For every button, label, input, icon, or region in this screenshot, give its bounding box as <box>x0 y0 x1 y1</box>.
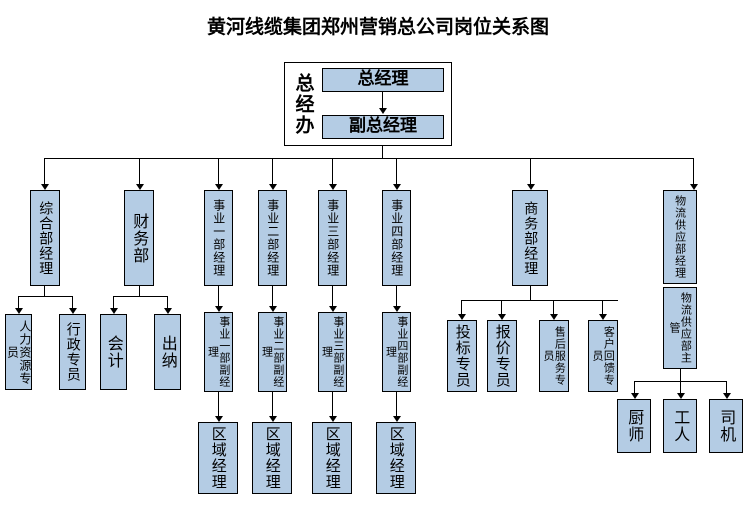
arrow-bu3-regional <box>329 416 337 422</box>
node-deputy-general-manager[interactable]: 副总经理 <box>322 115 444 139</box>
node-bu1-regional-manager[interactable]: 区域经理 <box>198 422 238 494</box>
arrow-bu2-regional <box>269 416 277 422</box>
node-bu4-regional-manager[interactable]: 区域经理 <box>376 422 416 494</box>
arrow-general-affairs <box>41 184 49 190</box>
node-worker[interactable]: 工人 <box>663 399 697 453</box>
connector-logistics-stem <box>680 369 681 381</box>
arrow-bu3-deputy <box>329 306 337 312</box>
drop-to-customer-feedback-specialist <box>602 300 603 316</box>
node-hr-specialist[interactable]: 人力资源专员 <box>5 314 32 390</box>
arrow-bu4 <box>393 184 401 190</box>
node-bu4-manager[interactable]: 事业四部经理 <box>382 190 411 286</box>
arrow-commerce <box>527 184 535 190</box>
arrow-admin-specialist <box>69 308 77 314</box>
drop-to-aftersales-specialist <box>553 300 554 316</box>
node-general-affairs-manager[interactable]: 综合部经理 <box>30 190 60 286</box>
drop-to-cashier <box>167 296 168 310</box>
arrow-bu2 <box>269 184 277 190</box>
arrow-logistics <box>690 184 698 190</box>
connector-bu1-deputy-to-regional <box>218 392 219 418</box>
arrow-chef <box>631 393 639 399</box>
main-distribution-bus <box>44 158 694 159</box>
connector-ga-bus <box>18 296 72 297</box>
drop-to-finance <box>139 158 140 186</box>
node-bu1-manager[interactable]: 事业一部经理 <box>204 190 233 286</box>
node-logistics-supervisor[interactable]: 物流供应部主管 <box>663 287 697 369</box>
drop-to-hr-specialist <box>18 296 19 310</box>
connector-fin-stem <box>139 286 140 296</box>
page-title: 黄河线缆集团郑州营销总公司岗位关系图 <box>206 16 549 38</box>
arrow-quote-specialist <box>498 314 506 320</box>
arrow-bid-specialist <box>458 314 466 320</box>
drop-to-bid-specialist <box>461 300 462 316</box>
connector-commerce-stem <box>530 286 531 300</box>
arrow-bu4-regional <box>393 416 401 422</box>
arrow-bu4-deputy <box>393 306 401 312</box>
node-bu1-deputy[interactable]: 事业一部副经理 <box>204 312 233 392</box>
arrow-cashier <box>164 308 172 314</box>
drop-to-general-affairs <box>44 158 45 186</box>
node-commerce-manager[interactable]: 商务部经理 <box>512 190 548 286</box>
node-bu3-manager[interactable]: 事业三部经理 <box>318 190 347 286</box>
connector-bu2-deputy-to-regional <box>272 392 273 418</box>
connector-bu4-deputy-to-regional <box>396 392 397 418</box>
arrow-gm-to-deputy <box>379 108 387 114</box>
node-bu2-deputy[interactable]: 事业二部副经理 <box>258 312 287 392</box>
drop-to-admin-specialist <box>72 296 73 310</box>
node-cashier[interactable]: 出纳 <box>154 314 181 390</box>
node-bid-specialist[interactable]: 投标专员 <box>447 320 477 392</box>
arrow-bu1 <box>215 184 223 190</box>
arrow-bu2-deputy <box>269 306 277 312</box>
connector-bu3-deputy-to-regional <box>332 392 333 418</box>
arrow-driver <box>723 393 731 399</box>
drop-to-quote-specialist <box>501 300 502 316</box>
node-admin-specialist[interactable]: 行政专员 <box>59 314 86 390</box>
node-logistics-manager[interactable]: 物流供应部经理 <box>663 190 697 284</box>
node-finance-manager[interactable]: 财务部 <box>124 190 154 286</box>
arrow-aftersales-specialist <box>550 314 558 320</box>
node-bu2-manager[interactable]: 事业二部经理 <box>258 190 287 286</box>
node-aftersales-specialist[interactable]: 售后服务专员 <box>539 320 569 392</box>
drop-to-logistics <box>693 158 694 186</box>
arrow-worker <box>677 393 685 399</box>
node-customer-feedback-specialist[interactable]: 客户回馈专员 <box>588 320 618 392</box>
arrow-bu1-regional <box>215 416 223 422</box>
arrow-accountant <box>110 308 118 314</box>
drop-to-bu2 <box>272 158 273 186</box>
connector-bu2-mgr-to-deputy <box>272 286 273 308</box>
drop-to-worker <box>680 381 681 395</box>
arrow-bu3 <box>329 184 337 190</box>
connector-commerce-bus <box>461 300 618 301</box>
connector-ga-stem <box>44 286 45 296</box>
node-general-manager[interactable]: 总经理 <box>322 68 444 92</box>
connector-bu3-mgr-to-deputy <box>332 286 333 308</box>
arrow-bu1-deputy <box>215 306 223 312</box>
connector-office-to-bus <box>382 146 383 158</box>
node-accountant[interactable]: 会计 <box>100 314 127 390</box>
arrow-hr-specialist <box>15 308 23 314</box>
connector-bu1-mgr-to-deputy <box>218 286 219 308</box>
node-bu4-deputy[interactable]: 事业四部副经理 <box>382 312 411 392</box>
connector-bu4-mgr-to-deputy <box>396 286 397 308</box>
drop-to-accountant <box>113 296 114 310</box>
node-bu3-regional-manager[interactable]: 区域经理 <box>312 422 352 494</box>
drop-to-bu3 <box>332 158 333 186</box>
connector-fin-bus <box>113 296 167 297</box>
node-bu2-regional-manager[interactable]: 区域经理 <box>252 422 292 494</box>
drop-to-chef <box>634 381 635 395</box>
drop-to-commerce <box>530 158 531 186</box>
drop-to-bu4 <box>396 158 397 186</box>
node-driver[interactable]: 司机 <box>709 399 743 453</box>
node-quote-specialist[interactable]: 报价专员 <box>487 320 517 392</box>
connector-gm-to-deputy <box>382 92 383 110</box>
arrow-finance <box>136 184 144 190</box>
node-bu3-deputy[interactable]: 事业三部副经理 <box>318 312 347 392</box>
arrow-customer-feedback-specialist <box>599 314 607 320</box>
drop-to-bu1 <box>218 158 219 186</box>
drop-to-driver <box>726 381 727 395</box>
node-chef[interactable]: 厨师 <box>617 399 651 453</box>
executive-office-label: 总经办 <box>292 72 315 136</box>
